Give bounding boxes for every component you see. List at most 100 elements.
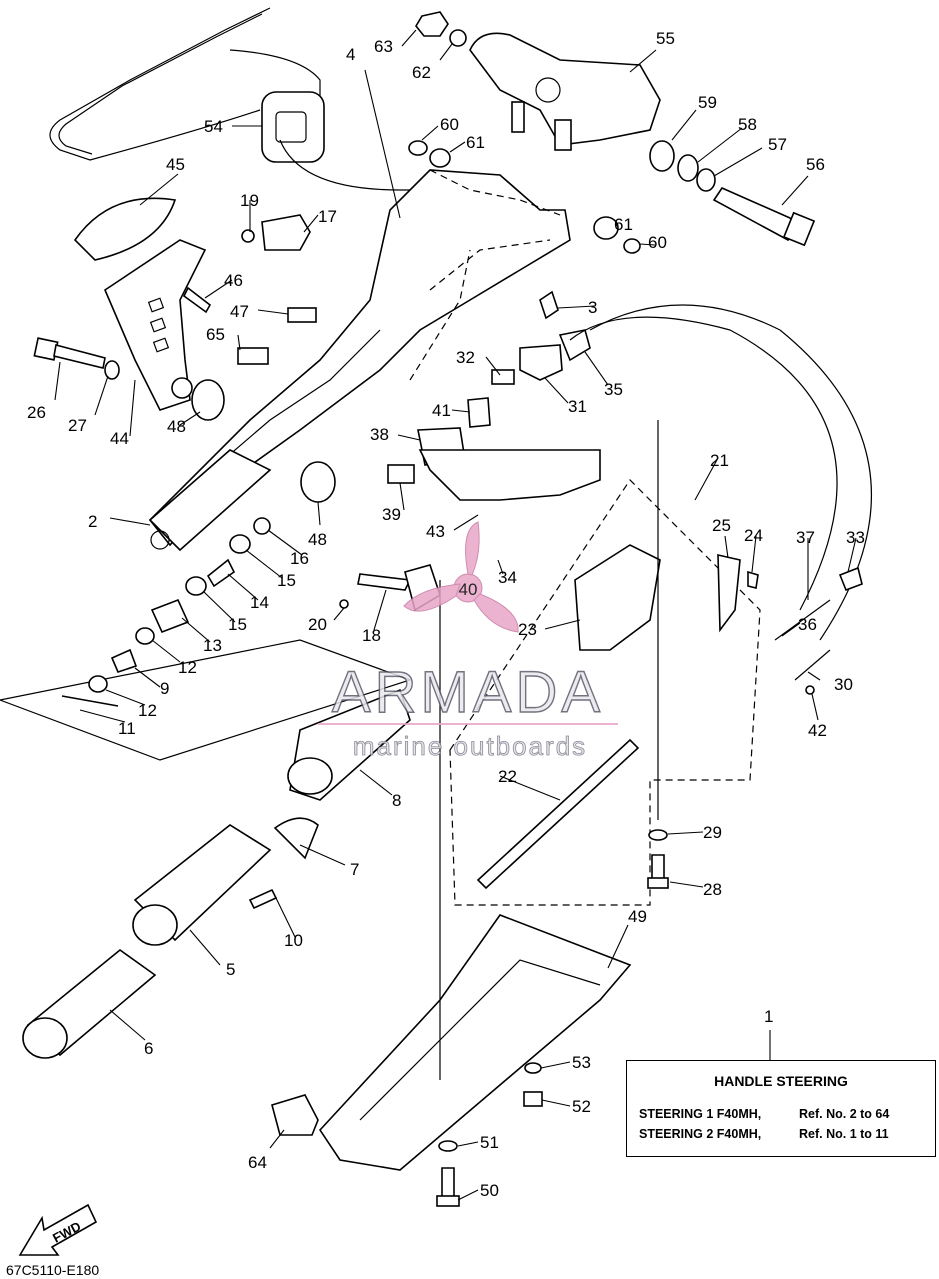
callout-51: 51 [480, 1133, 499, 1152]
callout-38: 38 [370, 425, 389, 444]
callout-6: 6 [144, 1039, 153, 1058]
callout-48-upper: 48 [167, 417, 186, 436]
washer-58 [677, 154, 699, 182]
propeller-logo: 40 [403, 521, 519, 633]
callout-32: 32 [456, 348, 475, 367]
fwd-arrow: FWD [18, 1203, 98, 1256]
callout-58: 58 [738, 115, 757, 134]
callout-50: 50 [480, 1181, 499, 1200]
callout-63: 63 [374, 37, 393, 56]
watermark-badge-number: 40 [459, 580, 478, 599]
plate-47 [287, 307, 317, 323]
screw-19 [241, 229, 255, 243]
nipple-3 [539, 290, 559, 320]
leader-lines [54, 29, 857, 1201]
switch-64 [271, 1094, 319, 1136]
grommet-54 [261, 91, 470, 191]
cable-33 [589, 304, 872, 641]
callout-12-lower: 12 [138, 701, 157, 720]
callout-59: 59 [698, 93, 717, 112]
bushing-48-upper [191, 379, 225, 421]
callout-15-lower: 15 [228, 615, 247, 634]
cable-37 [569, 316, 838, 611]
spring-14 [206, 558, 236, 588]
bolt-28-head [647, 877, 669, 889]
callout-13: 13 [203, 636, 222, 655]
washer-12-upper [135, 627, 155, 645]
callout-61-right: 61 [614, 215, 633, 234]
plate-43 [418, 449, 601, 501]
clip-33 [838, 566, 863, 592]
grip-5-end [132, 904, 178, 946]
callout-9: 9 [160, 679, 169, 698]
callout-15-upper: 15 [277, 571, 296, 590]
callout-41: 41 [432, 401, 451, 420]
handle-steering-info-box: HANDLE STEERING STEERING 1 F40MH, Ref. N… [626, 1060, 936, 1157]
callout-18: 18 [362, 626, 381, 645]
clip-35 [558, 329, 591, 362]
cover-7 [273, 817, 319, 860]
clip-41 [467, 397, 491, 428]
callout-31: 31 [568, 397, 587, 416]
bolt-50-head [436, 1195, 460, 1207]
washer-60-top [408, 140, 428, 156]
callout-25: 25 [712, 516, 731, 535]
clip-32 [491, 369, 515, 385]
callout-62: 62 [412, 63, 431, 82]
bracket-55 [469, 32, 661, 151]
screw-52 [523, 1091, 543, 1107]
callout-54: 54 [204, 117, 223, 136]
callout-21: 21 [710, 451, 729, 470]
nut-63 [415, 11, 449, 37]
callout-57: 57 [768, 135, 787, 154]
pin-11 [61, 695, 119, 707]
cable-22 [476, 738, 640, 890]
lever-25 [717, 553, 741, 633]
screw-46 [182, 286, 212, 314]
callout-37: 37 [796, 528, 815, 547]
rod-30 [794, 649, 831, 681]
washer-57 [696, 168, 716, 192]
callout-11: 11 [118, 719, 136, 738]
bushing-48-lower [300, 461, 336, 503]
steering-bracket-arm [148, 169, 571, 547]
washer-29 [648, 829, 668, 841]
callout-19: 19 [240, 191, 259, 210]
callout-5: 5 [226, 960, 235, 979]
callout-17: 17 [318, 207, 337, 226]
callout-29: 29 [703, 823, 722, 842]
collar-61-top [429, 148, 451, 168]
callout-42: 42 [808, 721, 827, 740]
bolt-56 [712, 186, 816, 247]
watermark-tagline: marine outboards [353, 731, 587, 761]
callout-47: 47 [230, 302, 249, 321]
callout-35: 35 [604, 380, 623, 399]
callout-44: 44 [110, 429, 129, 448]
callout-53: 53 [572, 1053, 591, 1072]
washer-60-right [623, 238, 641, 254]
callout-60-top: 60 [440, 115, 459, 134]
callout-3: 3 [588, 298, 597, 317]
tiller-arm-2 [148, 449, 272, 552]
callout-52: 52 [572, 1097, 591, 1116]
clamp-17 [261, 214, 311, 251]
info-box-title: HANDLE STEERING [714, 1073, 848, 1089]
info-row-1-ref: Ref. No. 2 to 64 [799, 1107, 890, 1121]
callout-20: 20 [308, 615, 327, 634]
bolt-50 [441, 1167, 455, 1199]
washer-51 [438, 1140, 458, 1152]
callout-45: 45 [166, 155, 185, 174]
callout-1: 1 [764, 1007, 773, 1026]
callout-14: 14 [250, 593, 269, 612]
callout-46: 46 [224, 271, 243, 290]
callout-24: 24 [744, 526, 763, 545]
drawing-code: 67C5110-E180 [6, 1262, 100, 1278]
lower-cover-49 [318, 914, 632, 1171]
plate-65 [237, 347, 269, 365]
washer-53 [524, 1062, 542, 1074]
grip-6-end [22, 1017, 68, 1059]
inset-outline [0, 639, 412, 761]
bolt-28 [651, 854, 665, 881]
clip-24 [747, 570, 759, 589]
pin-42 [805, 685, 815, 695]
